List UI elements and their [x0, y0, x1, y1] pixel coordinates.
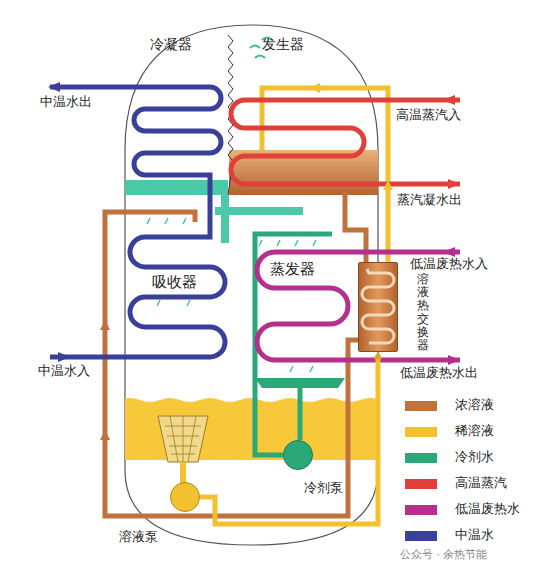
- legend-swatch: [405, 479, 437, 489]
- part-label: 高温蒸汽入: [396, 108, 461, 123]
- heat-exchanger: 溶液热交换器: [358, 262, 398, 352]
- legend-text: 稀溶液: [455, 424, 494, 439]
- node-label: 溶液泵: [119, 528, 158, 546]
- refrigerant-drain: [221, 195, 229, 243]
- strong-solution-pipe: [105, 192, 366, 516]
- refrigerant-pump: 冷剂泵: [283, 440, 313, 470]
- legend-swatch: [405, 453, 437, 463]
- legend-text: 低温废热水: [455, 502, 520, 517]
- refrigerant-tray: [255, 378, 345, 388]
- pump-stem: [180, 462, 186, 484]
- part-label: 中温水入: [38, 364, 90, 379]
- solution-pipe: [200, 355, 378, 524]
- legend-text: 浓溶液: [455, 398, 494, 413]
- filter-cone: [158, 416, 208, 462]
- part-label: 中温水出: [40, 95, 92, 110]
- refrigerant-pipe: [255, 234, 332, 455]
- part-label: 吸收器: [152, 274, 197, 291]
- medium-water-coil: [50, 87, 225, 357]
- filter-mesh: [165, 416, 201, 462]
- condensate-band: [125, 180, 228, 195]
- legend-swatch: [405, 427, 437, 437]
- part-label: 发生器: [262, 36, 304, 52]
- legend-text: 高温蒸汽: [455, 476, 507, 491]
- part-label: 低温废热水入: [410, 257, 488, 272]
- node-label: 溶液热交换器: [417, 273, 429, 352]
- flow-arrows: [48, 82, 460, 440]
- exchanger-coil: [359, 263, 397, 351]
- dilute-pool: [120, 398, 380, 460]
- legend-swatch: [405, 401, 437, 411]
- steam-coil: [231, 100, 460, 184]
- dilute-solution-pipe: [262, 88, 388, 262]
- legend-text: 中温水: [455, 528, 494, 543]
- part-label: 低温废热水出: [400, 366, 478, 381]
- part-label: 蒸发器: [270, 261, 315, 278]
- vessel: [125, 25, 378, 545]
- legend-swatch: [405, 531, 437, 541]
- legend-swatch: [405, 505, 437, 515]
- coil-path: [362, 269, 394, 343]
- node-label: 冷剂泵: [304, 479, 343, 497]
- part-label: 冷凝器: [150, 36, 192, 52]
- solution-pump: 溶液泵: [170, 482, 200, 512]
- legend-text: 冷剂水: [455, 450, 494, 465]
- part-label: 蒸汽凝水出: [397, 193, 462, 208]
- part-label: 公众号 · 余热节能: [400, 549, 488, 562]
